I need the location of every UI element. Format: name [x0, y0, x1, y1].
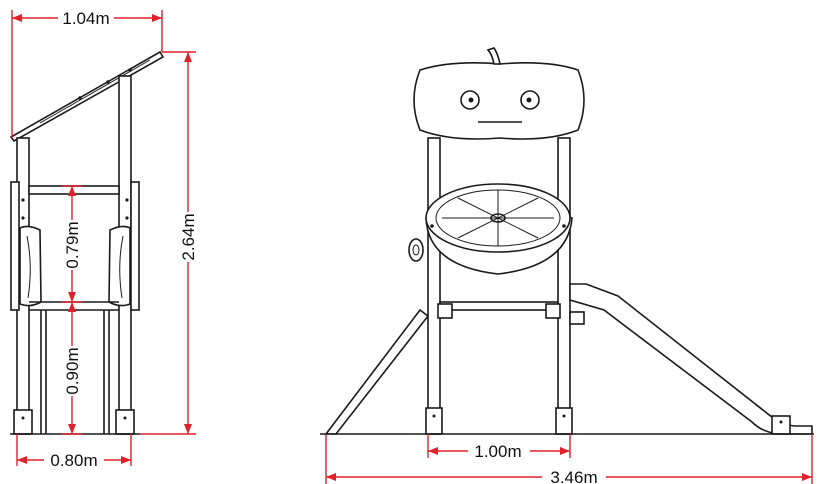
dimension-lower-height: 0.90m: [62, 302, 82, 435]
front-post-left: [427, 137, 441, 435]
front-ladder: [324, 308, 430, 435]
dimension-base-width: 0.80m: [16, 434, 132, 470]
front-slide: [569, 283, 813, 435]
front-view: [320, 47, 814, 435]
label-front-post-spacing: 1.00m: [474, 442, 521, 461]
front-post-right: [557, 137, 571, 435]
pumpkin-head: [413, 62, 585, 140]
label-side-upper-height: 0.79m: [63, 221, 82, 268]
pumpkin-eye-right: [520, 90, 540, 110]
front-deck: [439, 301, 559, 311]
label-front-total-length: 3.46m: [550, 468, 597, 484]
dimension-post-spacing: 1.00m: [427, 434, 571, 462]
label-side-top-width: 1.04m: [62, 9, 109, 28]
side-view: [9, 50, 165, 435]
dimension-upper-height: 0.79m: [62, 185, 82, 303]
dimension-total-length: 3.46m: [325, 434, 813, 484]
dimension-top-width: 1.04m: [11, 7, 163, 138]
label-side-total-height: 2.64m: [179, 213, 198, 260]
pumpkin-stem: [486, 47, 501, 65]
pumpkin-eye-left: [460, 90, 480, 110]
dimension-total-height: 2.64m: [140, 51, 200, 435]
label-side-base-width: 0.80m: [50, 451, 97, 470]
front-handle: [408, 238, 424, 262]
label-side-lower-height: 0.90m: [63, 347, 82, 394]
